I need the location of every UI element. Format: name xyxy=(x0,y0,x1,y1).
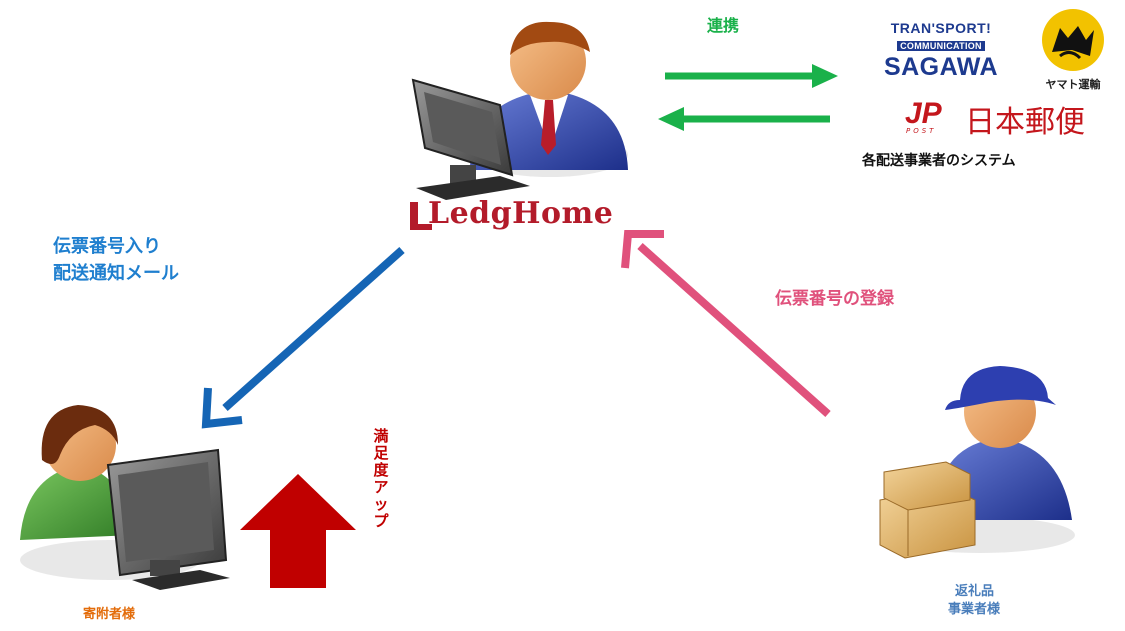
satisfaction-char: ア xyxy=(373,478,389,496)
carriers-caption: 各配送事業者のシステム xyxy=(862,153,1016,169)
ledghome-logo-mark xyxy=(410,202,432,230)
japan-post-subtext: POST xyxy=(906,127,937,135)
renkei-label: 連携 xyxy=(707,16,740,35)
satisfaction-char: 度 xyxy=(373,461,389,479)
sagawa-logo: TRAN'SPORT! COMMUNICATION SAGAWA xyxy=(872,20,1010,80)
satisfaction-char: ッ xyxy=(373,495,389,513)
sync-arrow-left xyxy=(658,107,830,131)
japan-post-label: 日本郵便 xyxy=(965,105,1085,140)
supplier-figure xyxy=(879,366,1075,559)
notification-arrow xyxy=(201,247,405,429)
register-label: 伝票番号の登録 xyxy=(775,289,894,309)
satisfaction-char: 満 xyxy=(373,427,389,445)
yamato-label: ヤマト運輸 xyxy=(1045,78,1101,91)
notify-label-line2: 配送通知メール xyxy=(53,263,179,284)
ledghome-logo: LedgHome xyxy=(408,196,613,231)
japan-post-mark: JP xyxy=(905,97,942,130)
supplier-label-line1: 返礼品 xyxy=(955,584,995,599)
sagawa-line2: COMMUNICATION xyxy=(897,41,985,51)
satisfaction-up-arrow xyxy=(240,474,356,588)
notify-label-line1: 伝票番号入り xyxy=(53,236,161,257)
satisfaction-char: プ xyxy=(373,512,389,530)
donor-figure xyxy=(20,405,230,590)
satisfaction-label: 満 足 度 ア ッ プ xyxy=(370,428,392,530)
donor-label: 寄附者様 xyxy=(83,607,136,622)
satisfaction-char: 足 xyxy=(373,444,389,462)
sync-arrow-right xyxy=(665,64,838,88)
supplier-label-line2: 事業者様 xyxy=(948,602,1001,617)
yamato-logo xyxy=(1042,9,1104,71)
sagawa-line3: SAGAWA xyxy=(883,53,999,81)
ledghome-logo-text: LedgHome xyxy=(428,196,614,231)
operator-figure xyxy=(411,21,628,200)
register-arrow xyxy=(621,230,831,417)
sagawa-line1: TRAN'SPORT! xyxy=(890,20,992,36)
